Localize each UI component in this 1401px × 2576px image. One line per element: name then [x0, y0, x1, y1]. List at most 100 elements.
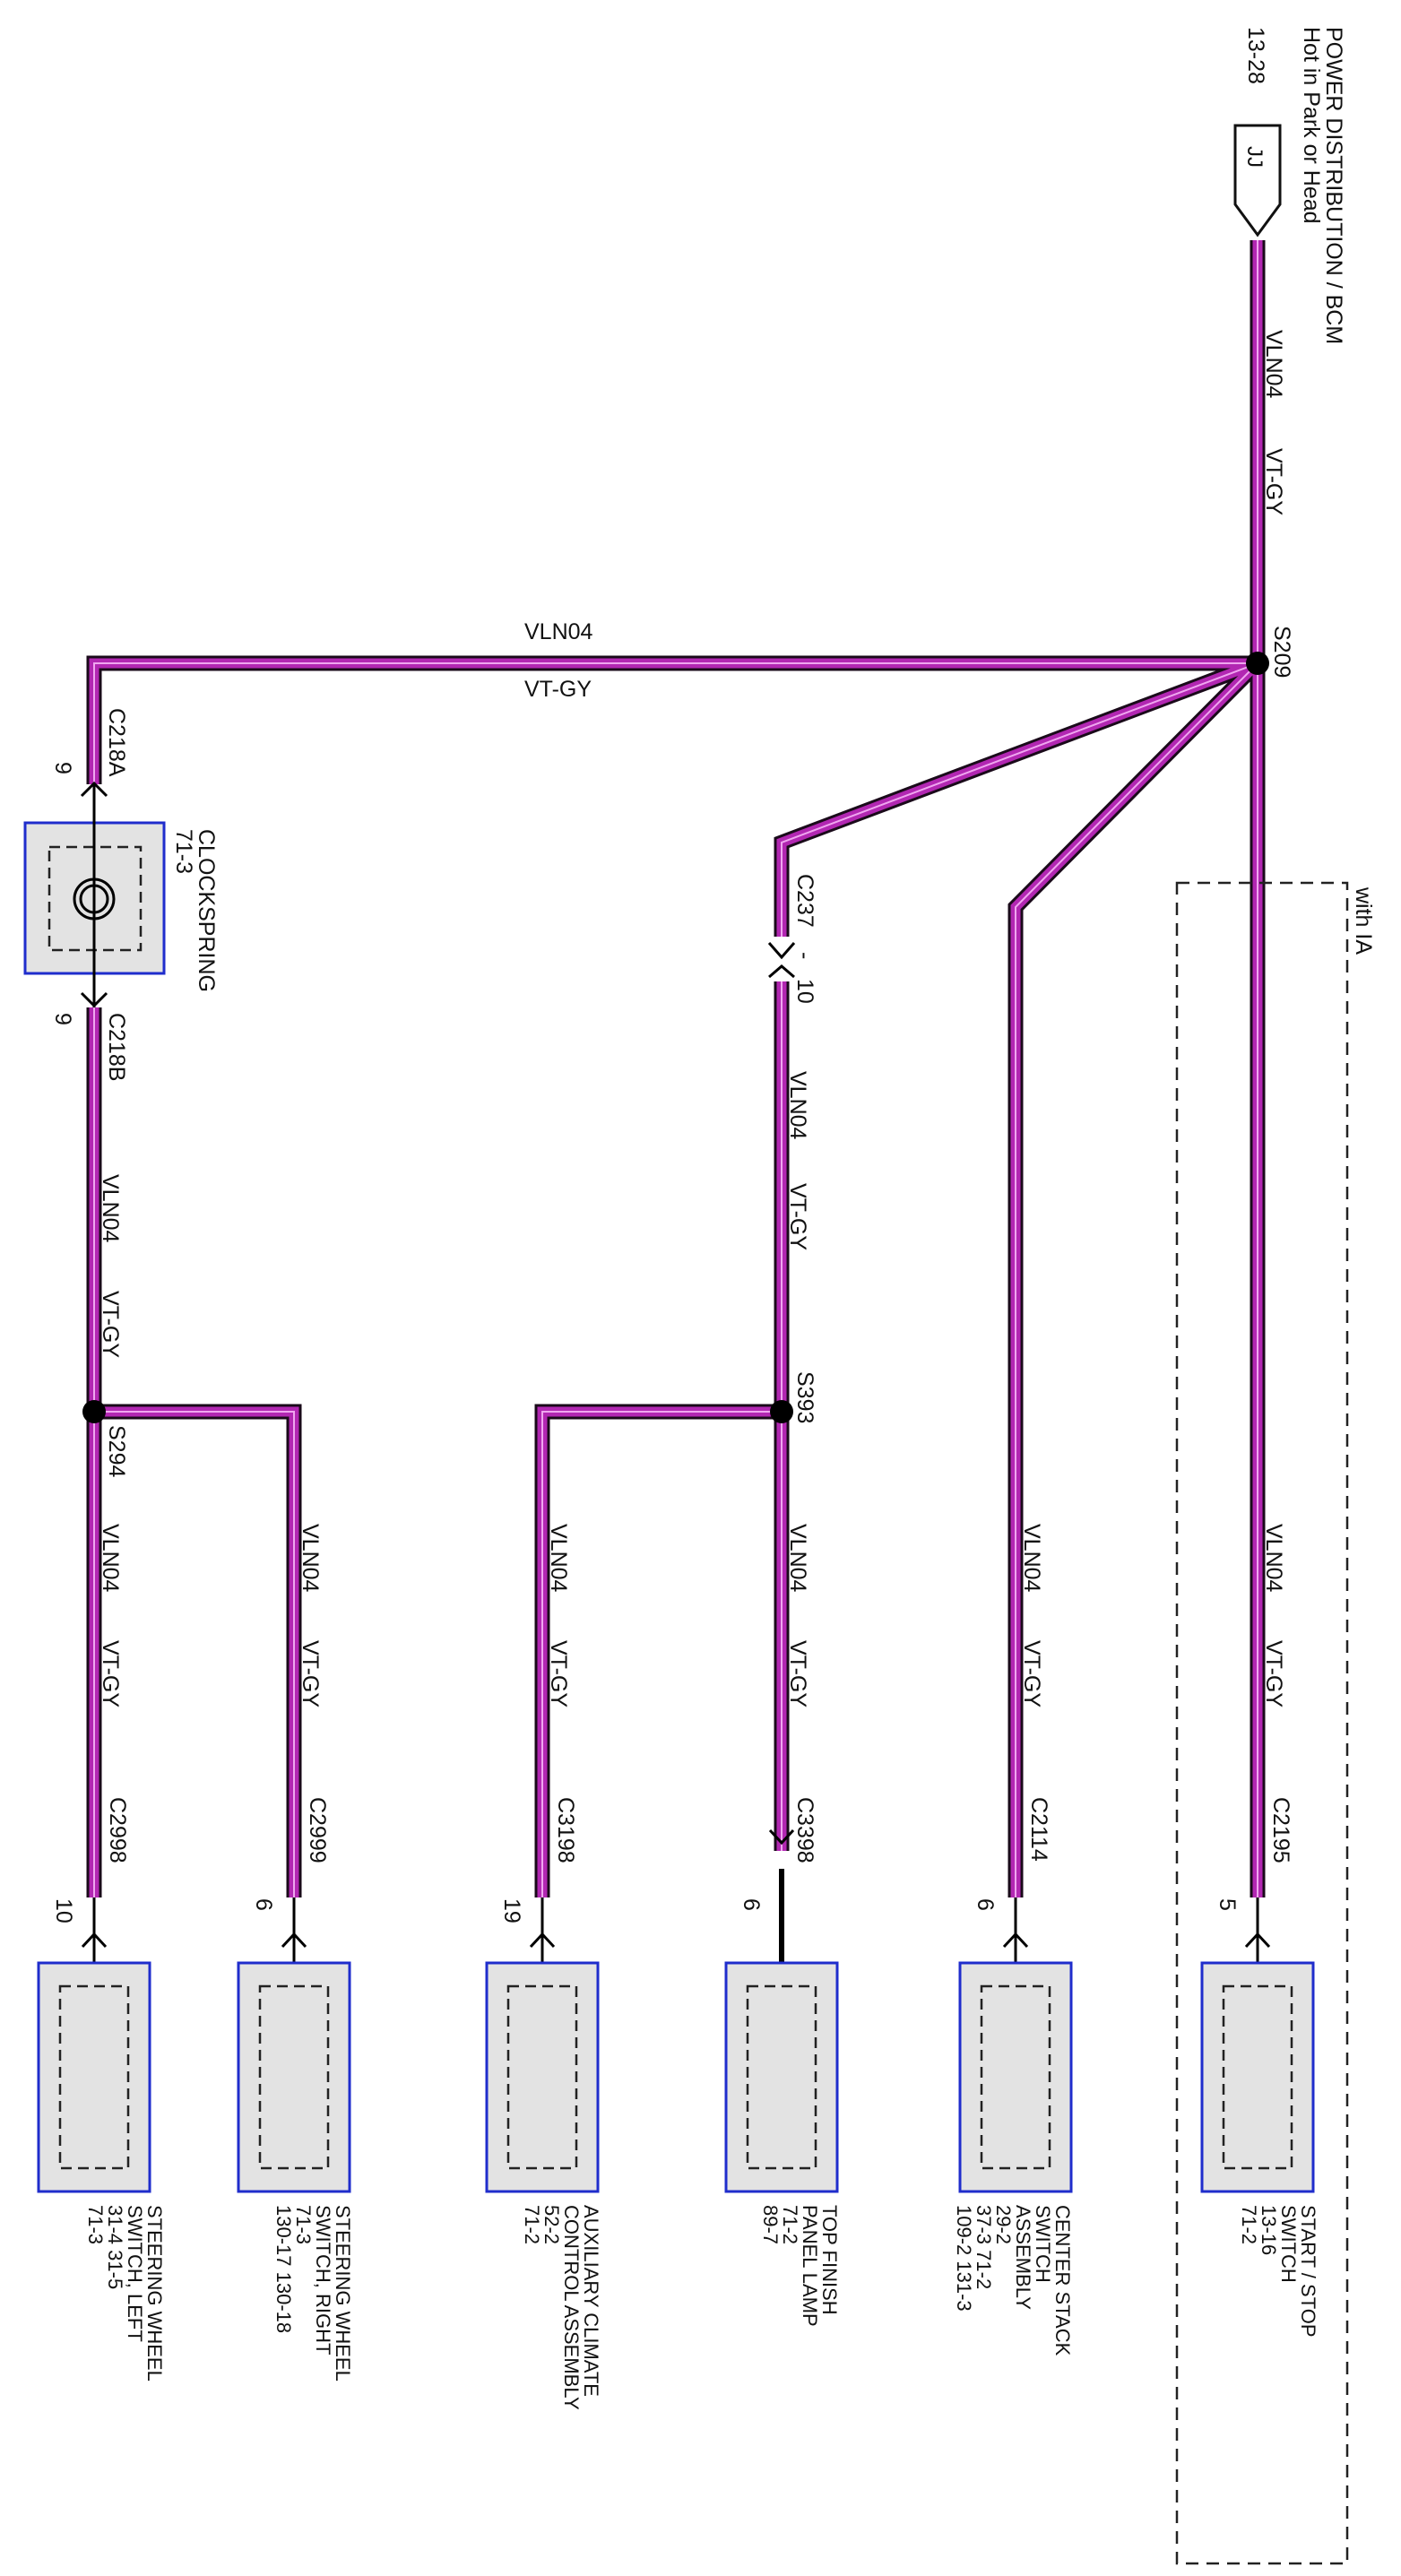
connector-pin-label: 5 — [1215, 1898, 1240, 1911]
connector-label: C2195 — [1268, 1797, 1293, 1863]
source-connector-jj: JJ — [1233, 124, 1282, 238]
connector-jj-label: JJ — [1242, 146, 1267, 168]
connector-label: C2998 — [105, 1797, 130, 1863]
component-label-line: SWITCH — [1032, 2205, 1054, 2283]
wire-color-label: VT-GY — [546, 1640, 571, 1707]
splice-s294-label: S294 — [104, 1425, 129, 1477]
component-inner-outline — [506, 1984, 578, 2170]
component-label-line: 52-2 — [541, 2205, 563, 2244]
component-inner-outline — [746, 1984, 817, 2170]
wire-color-label: VT-GY — [1019, 1640, 1044, 1707]
wire-circuit-label: VLN04 — [1261, 330, 1286, 399]
wire-color-label: VT-GY — [98, 1640, 123, 1707]
clockspring-coil-icon — [73, 877, 116, 921]
component-label-line: 13-16 — [1258, 2205, 1280, 2255]
component-label-line: CONTROL ASSEMBLY — [560, 2205, 583, 2410]
component-label-line: START / STOP — [1297, 2205, 1319, 2338]
component-label-line: 89-7 — [759, 2205, 782, 2244]
component-label-line: 109-2 131-3 — [953, 2205, 975, 2312]
component-label-line: SWITCH — [1277, 2205, 1300, 2283]
component-box — [237, 1961, 351, 2193]
wire-color-label: VT-GY — [298, 1640, 323, 1707]
wire-circuit-label: VLN04 — [524, 619, 593, 644]
component-label-line: 71-2 — [779, 2205, 801, 2244]
source-title: POWER DISTRIBUTION / BCM — [1321, 27, 1346, 344]
with-ia-label: with IA — [1351, 886, 1376, 955]
source-page-ref: 13-28 — [1243, 27, 1268, 84]
connector-pin-label: 6 — [739, 1898, 764, 1911]
splice-s294-dot — [82, 1400, 106, 1423]
wire-color-label: VT-GY — [785, 1640, 810, 1707]
clockspring-pin-a: 9 — [50, 762, 75, 774]
wire-circuit-label: VLN04 — [1019, 1524, 1044, 1593]
component-box — [485, 1961, 600, 2193]
wire-color-label: VT-GY — [524, 677, 592, 702]
connector-pin-label: 19 — [499, 1898, 524, 1923]
clockspring-component: C218A 9 C218B 9 CLOCKSPRING 71-3 — [23, 708, 219, 1081]
connector-label: C3398 — [792, 1797, 817, 1863]
splice-s393-dot — [770, 1400, 793, 1423]
c237-dash: - — [792, 952, 817, 959]
component-inner-outline — [58, 1984, 130, 2170]
wire-color-label: VT-GY — [1261, 1640, 1286, 1707]
wire-circuit-label: VLN04 — [785, 1071, 810, 1140]
connector-chevron-icon — [768, 1828, 795, 1846]
wire-circuit-label: VLN04 — [785, 1524, 810, 1593]
component-label-line: SWITCH, LEFT — [124, 2205, 146, 2342]
wire-circuit-label: VLN04 — [546, 1524, 571, 1593]
component-label-line: 130-17 130-18 — [272, 2205, 295, 2333]
c237-connector: C237 - 10 — [767, 874, 817, 1004]
clockspring-ref: 71-3 — [171, 829, 196, 874]
connector-pin-label: 6 — [251, 1898, 276, 1911]
wire-circuit-label: VLN04 — [298, 1524, 323, 1593]
component-label-line: SWITCH, RIGHT — [312, 2205, 334, 2355]
connector-label: C2999 — [305, 1797, 330, 1863]
wire-color-label: VT-GY — [98, 1291, 123, 1358]
component-box — [1200, 1961, 1315, 2193]
wire-harness — [86, 240, 1266, 1963]
component-label-line: ASSEMBLY — [1012, 2205, 1034, 2310]
connector-pin-label: 6 — [973, 1898, 998, 1911]
component-label-line: PANEL LAMP — [799, 2205, 821, 2327]
component-inner-outline — [980, 1984, 1051, 2170]
clockspring-pin-b: 9 — [50, 1013, 75, 1025]
splice-s393-label: S393 — [792, 1371, 817, 1423]
component-box — [958, 1961, 1073, 2193]
wire-circuit-label: VLN04 — [98, 1174, 123, 1243]
component-label-line: 71-3 — [292, 2205, 315, 2244]
wire-labels: VLN04 VT-GY VLN04 VT-GY VLN04 VT-GY VLN0… — [98, 330, 1286, 1707]
component-label-line: 37-3 71-2 — [973, 2205, 995, 2289]
component-label-line: STEERING WHEEL — [143, 2205, 166, 2382]
component-label-line: 71-2 — [1238, 2205, 1260, 2244]
c237-pin: 10 — [792, 979, 817, 1004]
wire-circuit-label: VLN04 — [98, 1524, 123, 1593]
component-label-line: 31-4 31-5 — [104, 2205, 126, 2289]
source-subtitle: Hot in Park or Head — [1299, 27, 1324, 224]
splice-s209-dot — [1246, 652, 1269, 675]
component-label-line: TOP FINISH — [818, 2205, 841, 2315]
wire-circuit-label: VLN04 — [1261, 1524, 1286, 1593]
component-label-line: CENTER STACK — [1051, 2205, 1074, 2356]
component-label-line: AUXILIARY CLIMATE — [580, 2205, 602, 2397]
component-label-line: 71-3 — [84, 2205, 107, 2244]
component-inner-outline — [1222, 1984, 1293, 2170]
c237-label: C237 — [792, 874, 817, 928]
connector-label: C2114 — [1026, 1797, 1051, 1862]
component-inner-outline — [258, 1984, 330, 2170]
clockspring-conn-b: C218B — [104, 1013, 129, 1081]
component-label-line: 29-2 — [992, 2205, 1015, 2244]
with-ia-region — [1175, 881, 1349, 2565]
component-box — [724, 1961, 839, 2193]
clockspring-name: CLOCKSPRING — [194, 829, 219, 992]
component-label-line: STEERING WHEEL — [332, 2205, 354, 2382]
connector-pin-label: 10 — [51, 1898, 76, 1923]
clockspring-conn-a: C218A — [104, 708, 129, 777]
component-label-line: 71-2 — [521, 2205, 543, 2244]
